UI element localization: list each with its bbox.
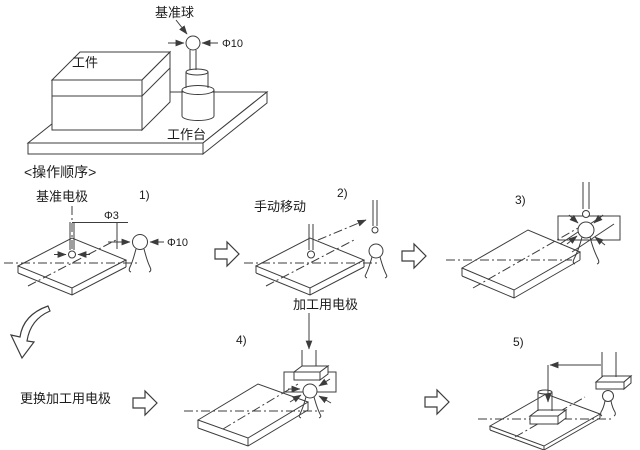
dia3-dimension: Φ3 [54,210,128,258]
stand-legs [298,396,322,419]
flow-arrow-1-2 [214,240,240,268]
manual-move-arrow [317,219,367,241]
step-1: 1) 基准电极 Φ3 Φ10 [4,188,188,296]
workpiece-box: 工件 [50,50,172,132]
flow-arrow-row-break [9,305,51,360]
reference-electrode-rod [68,222,76,259]
electrode-target-position [371,200,379,234]
worktable-label: 工作台 [167,127,206,142]
dia3-dimension-label: Φ3 [104,210,119,222]
move-path-arrows [544,361,601,403]
flow-arrow-2-3 [401,242,427,270]
manual-move-label: 手动移动 [254,199,306,214]
step3-number: 3) [515,193,526,207]
stand-leg [143,248,152,273]
reference-ball [302,383,318,399]
reference-ball-stand [364,243,388,279]
electrode-tip-ball [68,250,76,259]
reference-ball-assembly [181,35,215,121]
step1-dia10-dimension-label: Φ10 [167,237,188,249]
stand-leg [128,248,137,273]
step5-number: 5) [513,335,524,349]
electrode-tip-ball [582,210,590,218]
reference-ball [185,35,201,51]
reference-ball-leader-arrow [175,19,188,35]
reference-ball [602,390,614,402]
centering-arrows [288,378,332,404]
reference-ball [132,234,148,250]
machining-electrode-on-plate [528,389,568,425]
reference-electrode-label: 基准电极 [36,189,88,204]
centerline [472,227,579,289]
stand-leg [600,400,606,417]
electrode-rod [307,224,315,259]
machining-electrode-label: 加工用电极 [293,297,358,312]
dia10-dimension: Φ10 [168,38,243,50]
stand-leg [379,256,388,279]
stand-leg [364,256,373,279]
sequence-title: <操作顺序> [24,164,96,180]
step1-number: 1) [139,188,150,202]
stand-base-cylinder [181,85,215,95]
step-2: 2) 手动移动 [244,186,388,296]
machining-electrode-source-position [594,352,633,391]
step4-number: 4) [236,333,247,347]
step-5: 5) [478,335,633,450]
electrode-tip-ball [307,250,315,259]
stand-neck-cylinder [185,68,209,76]
reference-ball-stand [128,234,152,273]
top-assembly-view: 工作台 工件 基准球 Φ10 [26,5,269,156]
reference-ball-label: 基准球 [155,5,194,20]
flow-arrow-replace [132,389,158,417]
electrode-tip-ball [371,226,379,234]
stand-legs [572,236,600,265]
reference-ball-stand [600,390,616,417]
step2-number: 2) [337,186,348,200]
stand-leg [610,400,616,417]
flow-arrow-4-5 [424,388,450,416]
electrode-rod [582,182,590,218]
step-4: 加工用电极 4) [184,297,358,447]
reference-ball [368,243,384,259]
replace-electrode-label: 更换加工用电极 [20,391,111,406]
workpiece-label: 工件 [72,55,98,70]
step-3: 3) [446,182,621,299]
reference-ball [577,221,595,239]
machining-electrode [292,350,330,381]
dia10-dimension-label: Φ10 [222,38,243,50]
step1-dia10-dimension: Φ10 [108,237,188,249]
centering-arrows [566,214,606,246]
